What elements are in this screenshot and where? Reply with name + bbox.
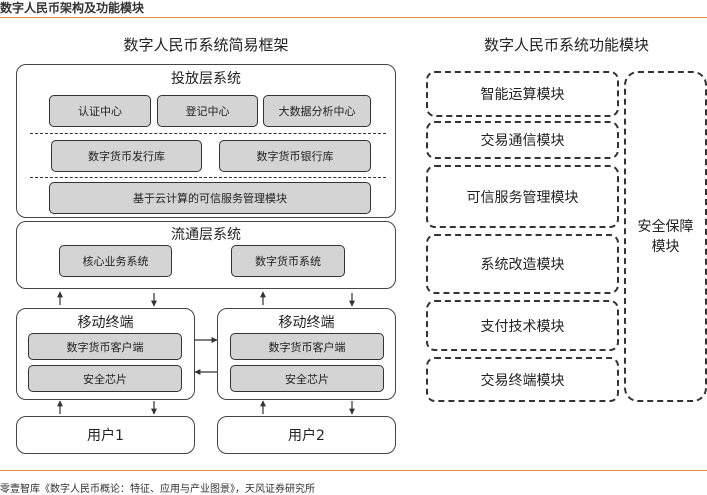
trusted-service-module-box: 基于云计算的可信服务管理模块 (49, 182, 371, 214)
big-data-center-box: 大数据分析中心 (263, 95, 371, 127)
bottom-divider (0, 470, 707, 471)
terminal-2-chip-box: 安全芯片 (230, 365, 384, 392)
bank-vault-box: 数字货币银行库 (219, 140, 371, 172)
terminal-1-client-box: 数字货币客户端 (28, 333, 182, 360)
terminal-2-client-box: 数字货币客户端 (230, 333, 384, 360)
right-column-title: 数字人民币系统功能模块 (483, 36, 649, 54)
user-1-box: 用户1 (16, 416, 195, 454)
module-transaction-terminal: 交易终端模块 (426, 357, 619, 402)
terminal-1-chip-box: 安全芯片 (28, 365, 182, 392)
security-guarantee-module: 安全保障 模块 (624, 71, 707, 402)
module-trusted-service: 可信服务管理模块 (426, 165, 619, 228)
launch-divider-1 (30, 133, 386, 134)
security-label-line2: 模块 (651, 238, 680, 255)
core-business-system-box: 核心业务系统 (59, 245, 172, 277)
module-smart-computing: 智能运算模块 (426, 71, 619, 117)
user-2-box: 用户2 (217, 416, 396, 454)
terminal-1-title: 移动终端 (77, 315, 134, 331)
security-label-line1: 安全保障 (637, 218, 694, 235)
terminal-2-title: 移动终端 (278, 315, 335, 331)
top-divider (0, 17, 707, 18)
auth-center-box: 认证中心 (49, 95, 151, 127)
launch-layer-title: 投放层系统 (171, 71, 241, 87)
launch-divider-2 (30, 177, 386, 178)
circulation-layer-title: 流通层系统 (171, 227, 241, 243)
module-payment-technology: 支付技术模块 (426, 300, 619, 351)
left-column-title: 数字人民币系统简易框架 (123, 36, 289, 54)
figure-title: 数字人民币架构及功能模块 (0, 1, 145, 15)
digital-currency-system-box: 数字货币系统 (231, 245, 345, 277)
module-transaction-communication: 交易通信模块 (426, 121, 619, 159)
registry-center-box: 登记中心 (157, 95, 258, 127)
issuance-vault-box: 数字货币发行库 (51, 140, 202, 172)
source-note: 零壹智库《数字人民币概论：特征、应用与产业图景》，天风证券研究所 (0, 484, 315, 495)
module-system-reform: 系统改造模块 (426, 234, 619, 294)
